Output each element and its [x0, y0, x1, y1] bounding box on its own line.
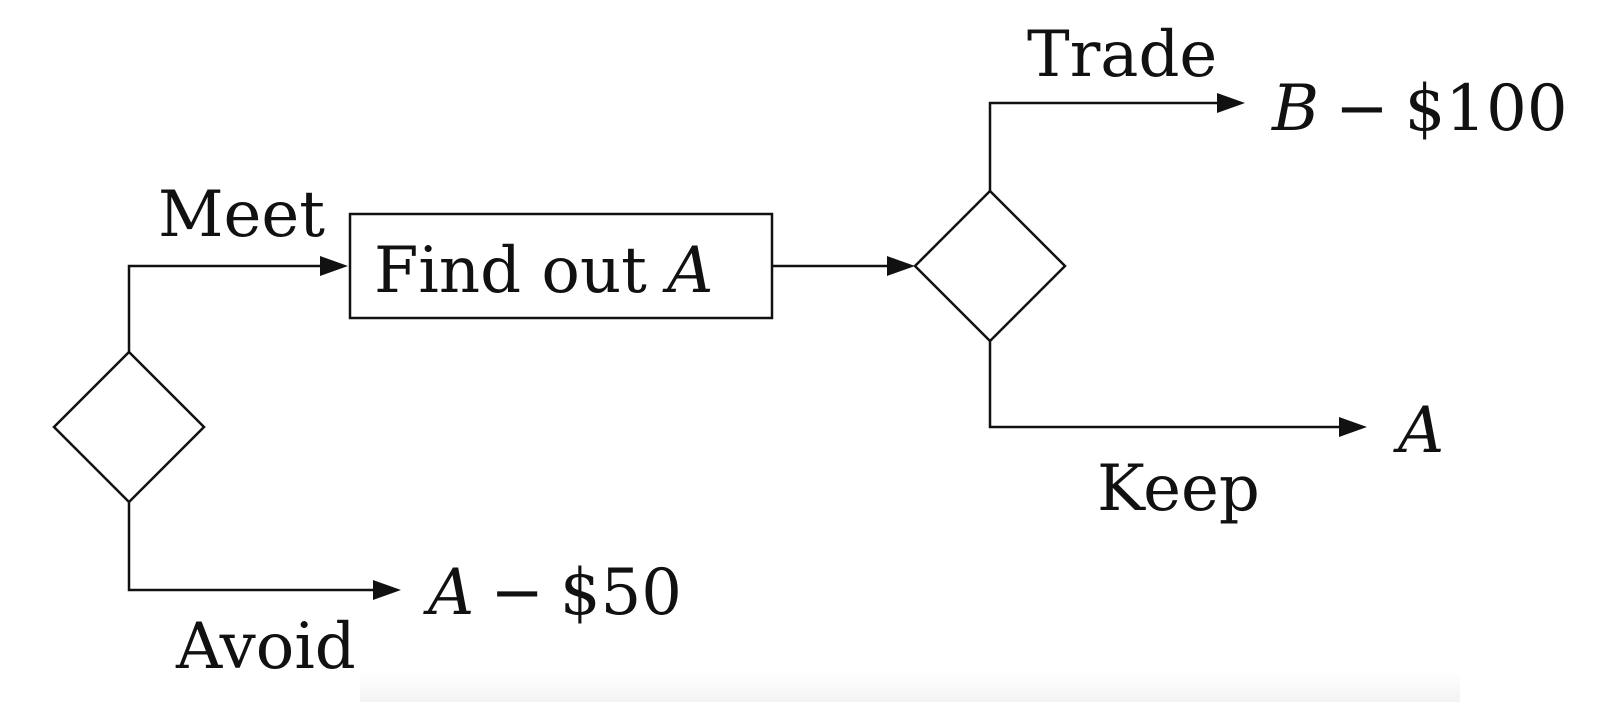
- decision-diamond-meet-avoid: [52, 350, 206, 504]
- outcome-trade: B−$100: [1271, 72, 1568, 146]
- edge-label-keep: Keep: [1097, 452, 1260, 526]
- edge-label-avoid: Avoid: [175, 610, 356, 684]
- edge-avoid: [127, 502, 375, 592]
- process-box-find-out: [348, 212, 774, 320]
- edge-meet: [127, 264, 322, 352]
- arrowhead-keep: [1339, 417, 1367, 437]
- process-box-var: A: [662, 234, 713, 308]
- process-box-label: Find out A: [374, 234, 713, 308]
- edge-label-trade: Trade: [1027, 18, 1217, 92]
- outcome-avoid-amount: $50: [560, 556, 682, 630]
- arrowhead-trade: [1217, 93, 1245, 113]
- bottom-edge-shadow: [360, 672, 1460, 702]
- outcome-trade-var: B: [1271, 72, 1319, 146]
- outcome-trade-amount: $100: [1405, 72, 1568, 146]
- arrowhead-avoid: [373, 580, 401, 600]
- edge-trade: [988, 101, 1218, 191]
- decision-diamond-trade-keep: [913, 189, 1067, 343]
- outcome-avoid: A−$50: [423, 556, 682, 630]
- outcome-avoid-op: −: [490, 556, 544, 630]
- edge-keep: [988, 341, 1340, 429]
- arrowhead-meet: [320, 256, 348, 276]
- outcome-keep: A: [1393, 394, 1444, 468]
- outcome-avoid-var: A: [423, 556, 474, 630]
- process-box-text: Find out: [374, 234, 667, 308]
- edge-label-meet: Meet: [158, 178, 325, 252]
- arrowhead-box-to-decision: [887, 256, 915, 276]
- outcome-trade-op: −: [1335, 72, 1389, 146]
